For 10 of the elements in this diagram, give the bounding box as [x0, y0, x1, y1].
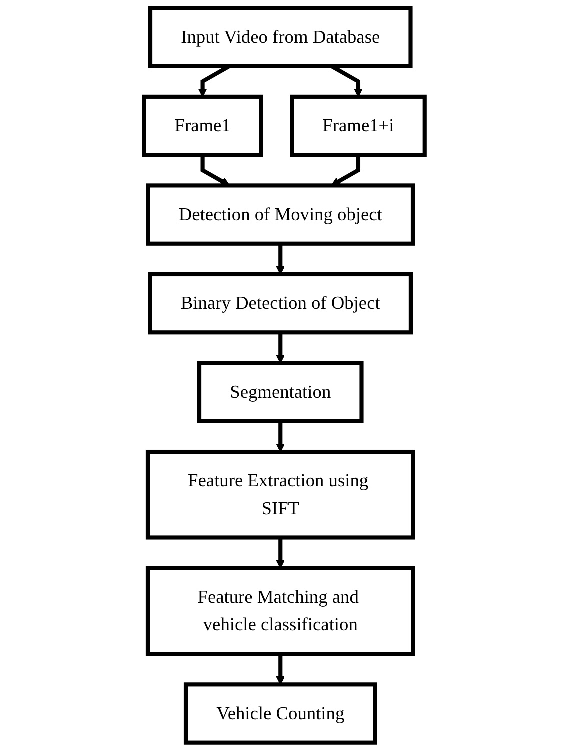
- node-box: Binary Detection of Object: [148, 272, 413, 335]
- node-box: Frame1+i: [290, 94, 427, 158]
- arrow: [276, 421, 286, 452]
- node-box: Input Video from Database: [148, 6, 413, 68]
- node-box: Vehicle Counting: [184, 682, 378, 745]
- node-box: Feature Extraction using SIFT: [146, 450, 416, 540]
- node-box: Detection of Moving object: [146, 184, 416, 246]
- node-box: Frame1: [142, 94, 264, 158]
- node-box: Feature Matching and vehicle classification: [146, 566, 416, 656]
- node-box: Segmentation: [197, 361, 364, 424]
